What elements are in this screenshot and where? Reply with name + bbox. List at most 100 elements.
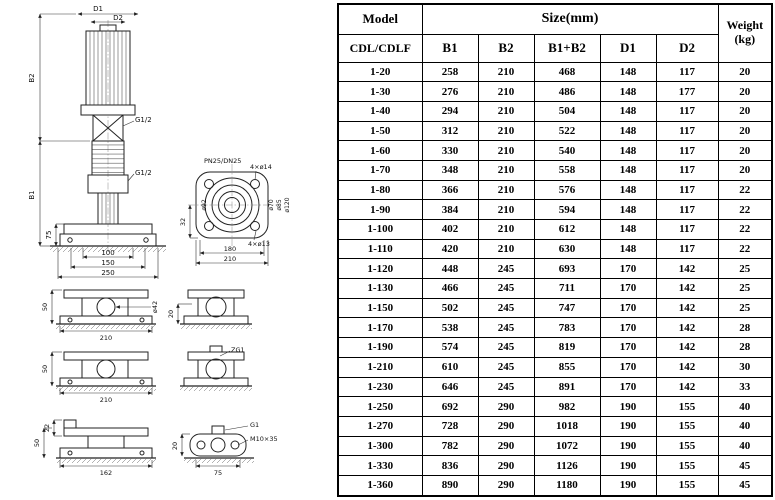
dim-75: 75	[214, 469, 222, 477]
dia-left-label: ø92	[201, 199, 208, 210]
dim-180: 180	[224, 245, 236, 253]
value-cell: 28	[717, 317, 773, 339]
model-cell: 1-90	[337, 199, 423, 220]
dim-d1: D1	[93, 5, 103, 13]
value-cell: 25	[717, 258, 773, 280]
value-cell: 148	[599, 61, 657, 83]
value-cell: 330	[421, 140, 479, 161]
model-cell: 1-100	[337, 219, 423, 240]
value-cell: 117	[655, 120, 719, 142]
value-cell: 155	[655, 396, 719, 417]
value-cell: 258	[421, 61, 479, 83]
model-cell: 1-50	[337, 120, 423, 142]
model-cell: 1-230	[337, 376, 423, 398]
port-label-g12-upper: G1/2	[135, 116, 152, 124]
model-cell: 1-250	[337, 396, 423, 417]
model-cell: 1-270	[337, 415, 423, 437]
value-cell: 148	[599, 238, 657, 260]
model-cell: 1-190	[337, 337, 423, 358]
col-header-size: Size(mm)	[421, 3, 719, 35]
front-view-dimensions: D1 D2 B2 B1 G1/2 G1/2 75 100	[28, 5, 159, 279]
value-cell: 294	[421, 100, 479, 122]
value-cell: 366	[421, 179, 479, 201]
value-cell: 290	[477, 435, 535, 457]
value-cell: 420	[421, 238, 479, 260]
value-cell: 142	[655, 376, 719, 398]
value-cell: 1018	[533, 415, 601, 437]
header-row-1: Model Size(mm) Weight (kg)	[337, 3, 773, 63]
bolt-hole	[250, 221, 260, 231]
flange-rating-label: PN25/DN25	[204, 157, 241, 165]
value-cell: 142	[655, 337, 719, 358]
pump-stages	[91, 140, 125, 176]
value-cell: 170	[599, 337, 657, 358]
value-cell: 245	[477, 317, 535, 339]
value-cell: 210	[477, 238, 535, 260]
value-cell: 540	[533, 140, 601, 161]
value-cell: 855	[533, 356, 601, 378]
model-cell: 1-30	[337, 81, 423, 102]
value-cell: 170	[599, 297, 657, 319]
dim-100: 100	[101, 249, 114, 257]
value-cell: 117	[655, 219, 719, 240]
value-cell: 25	[717, 278, 773, 299]
weight-label: Weight	[726, 18, 764, 33]
value-cell: 245	[477, 376, 535, 398]
value-cell: 190	[599, 474, 657, 497]
model-cell: 1-70	[337, 159, 423, 181]
value-cell: 142	[655, 297, 719, 319]
dim-75: 75	[45, 231, 53, 240]
model-cell: 1-130	[337, 278, 423, 299]
value-cell: 466	[421, 278, 479, 299]
col-header-d2: D2	[655, 33, 719, 63]
bolt	[230, 440, 240, 450]
col-header-b1: B1	[421, 33, 479, 63]
value-cell: 245	[477, 297, 535, 319]
col-header-b1+b2: B1+B2	[533, 33, 601, 63]
pump-column	[97, 192, 119, 225]
value-cell: 190	[599, 455, 657, 476]
value-cell: 693	[533, 258, 601, 280]
value-cell: 448	[421, 258, 479, 280]
dim-b2: B2	[28, 73, 36, 82]
model-cell: 1-120	[337, 258, 423, 280]
port-label-zg1: ZG1	[231, 346, 245, 354]
value-cell: 148	[599, 100, 657, 122]
value-cell: 891	[533, 376, 601, 398]
value-cell: 783	[533, 317, 601, 339]
dim-20: 20	[171, 442, 179, 450]
base-view-2	[184, 425, 254, 463]
value-cell: 210	[477, 179, 535, 201]
value-cell: 312	[421, 120, 479, 142]
value-cell: 245	[477, 278, 535, 299]
value-cell: 117	[655, 179, 719, 201]
bolt-holes-top-label: 4×ø14	[250, 163, 272, 171]
bolt-hole	[250, 179, 260, 189]
value-cell: 728	[421, 415, 479, 437]
value-cell: 210	[477, 140, 535, 161]
value-cell: 155	[655, 435, 719, 457]
value-cell: 782	[421, 435, 479, 457]
dia-120-label: ø120	[284, 197, 291, 212]
model-cell: 1-300	[337, 435, 423, 457]
col-header-model-sub: CDL/CDLF	[337, 33, 423, 63]
value-cell: 610	[421, 356, 479, 378]
value-cell: 45	[717, 474, 773, 497]
value-cell: 148	[599, 140, 657, 161]
model-cell: 1-360	[337, 474, 423, 497]
flange-top-view	[188, 164, 276, 246]
value-cell: 148	[599, 199, 657, 220]
bolt-hole	[204, 179, 214, 189]
dim-32: 32	[179, 218, 187, 226]
value-cell: 646	[421, 376, 479, 398]
value-cell: 245	[477, 258, 535, 280]
